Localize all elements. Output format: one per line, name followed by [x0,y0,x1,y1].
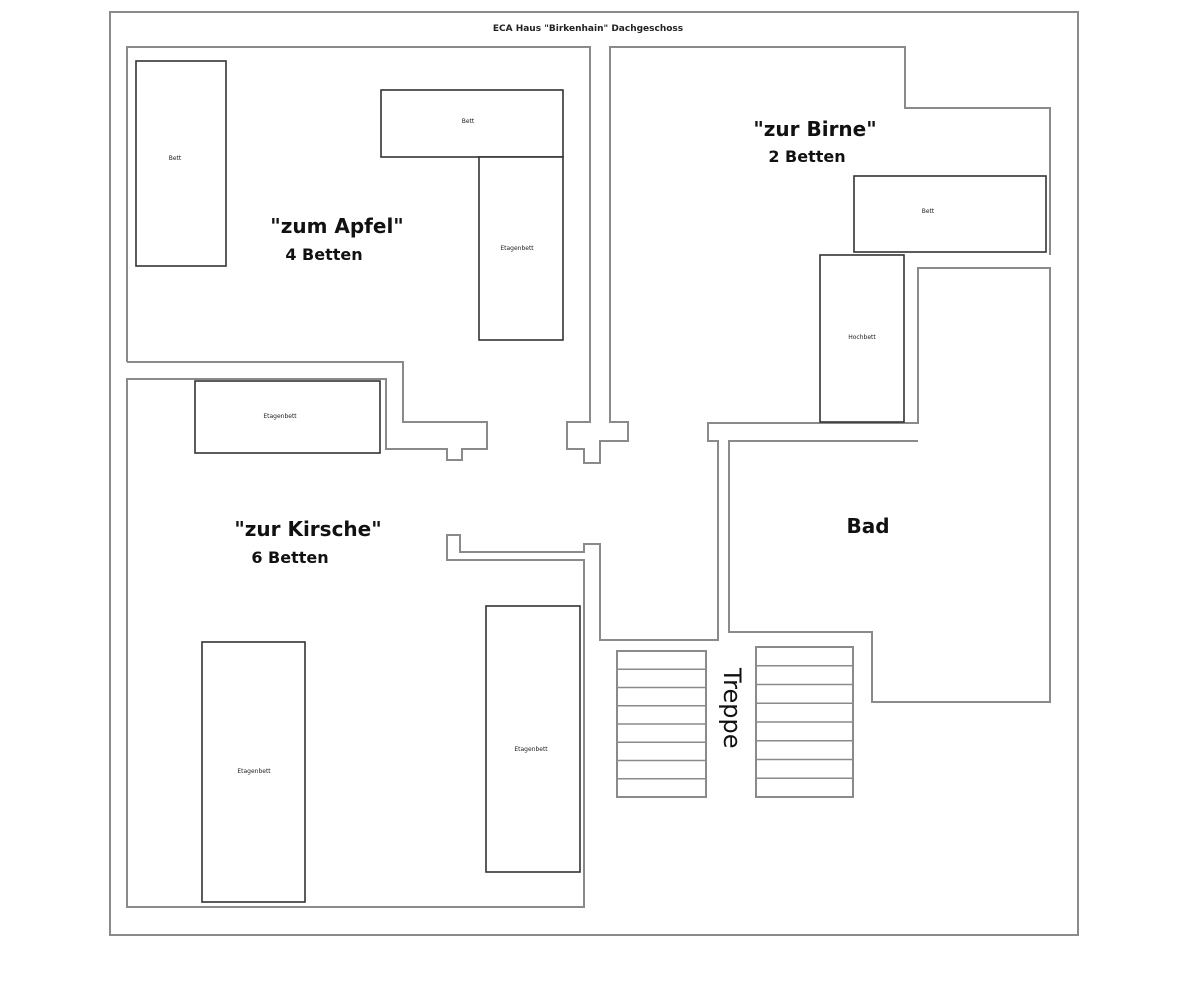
bunk-bed-label: Etagenbett [514,746,548,753]
outer-border [109,11,1079,936]
room-beds-birne: 2 Betten [768,147,845,166]
bed-label: Bett [462,118,475,125]
plan-title: ECA Haus "Birkenhain" Dachgeschoss [493,24,683,34]
bed: Bett [380,89,564,158]
bunk-bed: Etagenbett [478,156,564,341]
wall-apfel [126,46,1051,464]
loft-bed-label: Hochbett [848,334,876,341]
bunk-bed: Etagenbett [201,641,306,903]
bunk-bed-label: Etagenbett [500,245,534,252]
bunk-bed-label: Etagenbett [263,413,297,420]
room-name-bad: Bad [846,514,889,538]
room-name-apfel: "zum Apfel" [270,214,403,238]
stairs-right [755,646,854,798]
bed-label: Bett [922,208,935,215]
loft-bed: Hochbett [819,254,905,423]
bed-label: Bett [169,155,182,162]
stairs-label: Treppe [718,667,746,748]
bed: Bett [853,175,1047,253]
bunk-bed: Etagenbett [194,380,381,454]
room-beds-apfel: 4 Betten [285,245,362,264]
bunk-bed-label: Etagenbett [237,768,271,775]
room-name-kirsche: "zur Kirsche" [234,517,381,541]
wall-apfel-bottom [126,267,1051,908]
stairs-left [616,650,707,798]
room-beds-kirsche: 6 Betten [251,548,328,567]
bed: Bett [135,60,227,267]
bunk-bed: Etagenbett [485,605,581,873]
room-name-birne: "zur Birne" [753,117,876,141]
